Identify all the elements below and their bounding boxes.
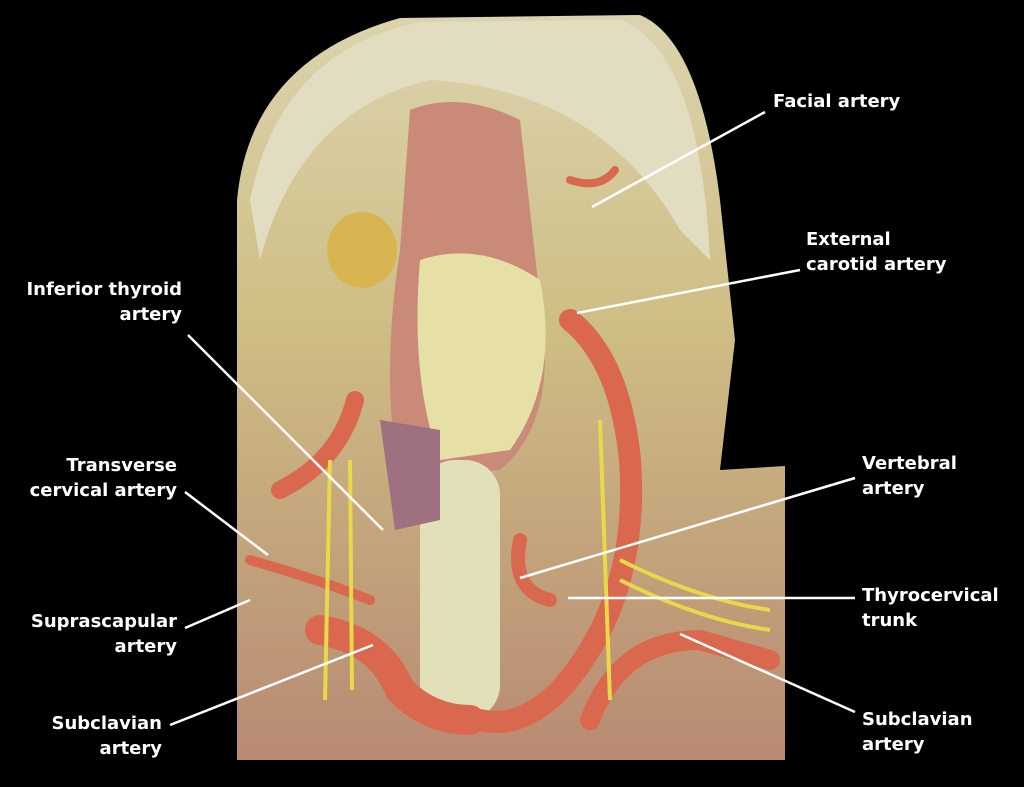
submandibular-gland (327, 212, 397, 288)
label-line: Subclavian (862, 709, 973, 730)
label-line: Transverse (66, 455, 177, 476)
label-facial-artery: Facial artery (773, 89, 900, 114)
vertebral-artery (511, 533, 557, 607)
label-line: artery (119, 304, 182, 325)
label-line: Inferior thyroid (26, 279, 182, 300)
label-line: Facial artery (773, 91, 901, 112)
label-line: Thyrocervical (862, 585, 999, 606)
transverse-cervical-artery (245, 555, 375, 605)
mandible-tissue (250, 20, 710, 260)
thyroid-gland (417, 253, 546, 460)
label-line: artery (114, 636, 177, 657)
label-line: Vertebral (862, 453, 957, 474)
label-line: artery (99, 738, 162, 759)
label-transverse-cervical-artery: Transverse cervical artery (30, 453, 177, 503)
label-subclavian-artery-left: Subclavian artery (51, 711, 162, 761)
label-thyrocervical-trunk: Thyrocervical trunk (862, 583, 999, 633)
label-line: artery (862, 478, 925, 499)
label-inferior-thyroid-artery: Inferior thyroid artery (26, 277, 182, 327)
label-line: trunk (862, 610, 918, 631)
thyroid-lobe (380, 420, 440, 530)
label-vertebral-artery: Vertebral artery (862, 451, 957, 501)
label-line: External (806, 229, 891, 250)
facial-artery (566, 166, 619, 188)
nerves (323, 419, 771, 701)
label-line: artery (862, 734, 925, 755)
label-line: carotid artery (806, 254, 947, 275)
trachea (420, 460, 500, 720)
label-suprascapular-artery: Suprascapular artery (31, 609, 177, 659)
label-external-carotid-artery: External carotid artery (806, 227, 946, 277)
common-carotid-artery (469, 309, 643, 733)
label-line: cervical artery (29, 480, 177, 501)
leader-lines (169, 110, 856, 727)
thyroid-artery (271, 391, 364, 499)
label-subclavian-artery-right: Subclavian artery (862, 707, 973, 757)
label-line: Subclavian (51, 713, 162, 734)
label-line: Suprascapular (30, 611, 177, 632)
